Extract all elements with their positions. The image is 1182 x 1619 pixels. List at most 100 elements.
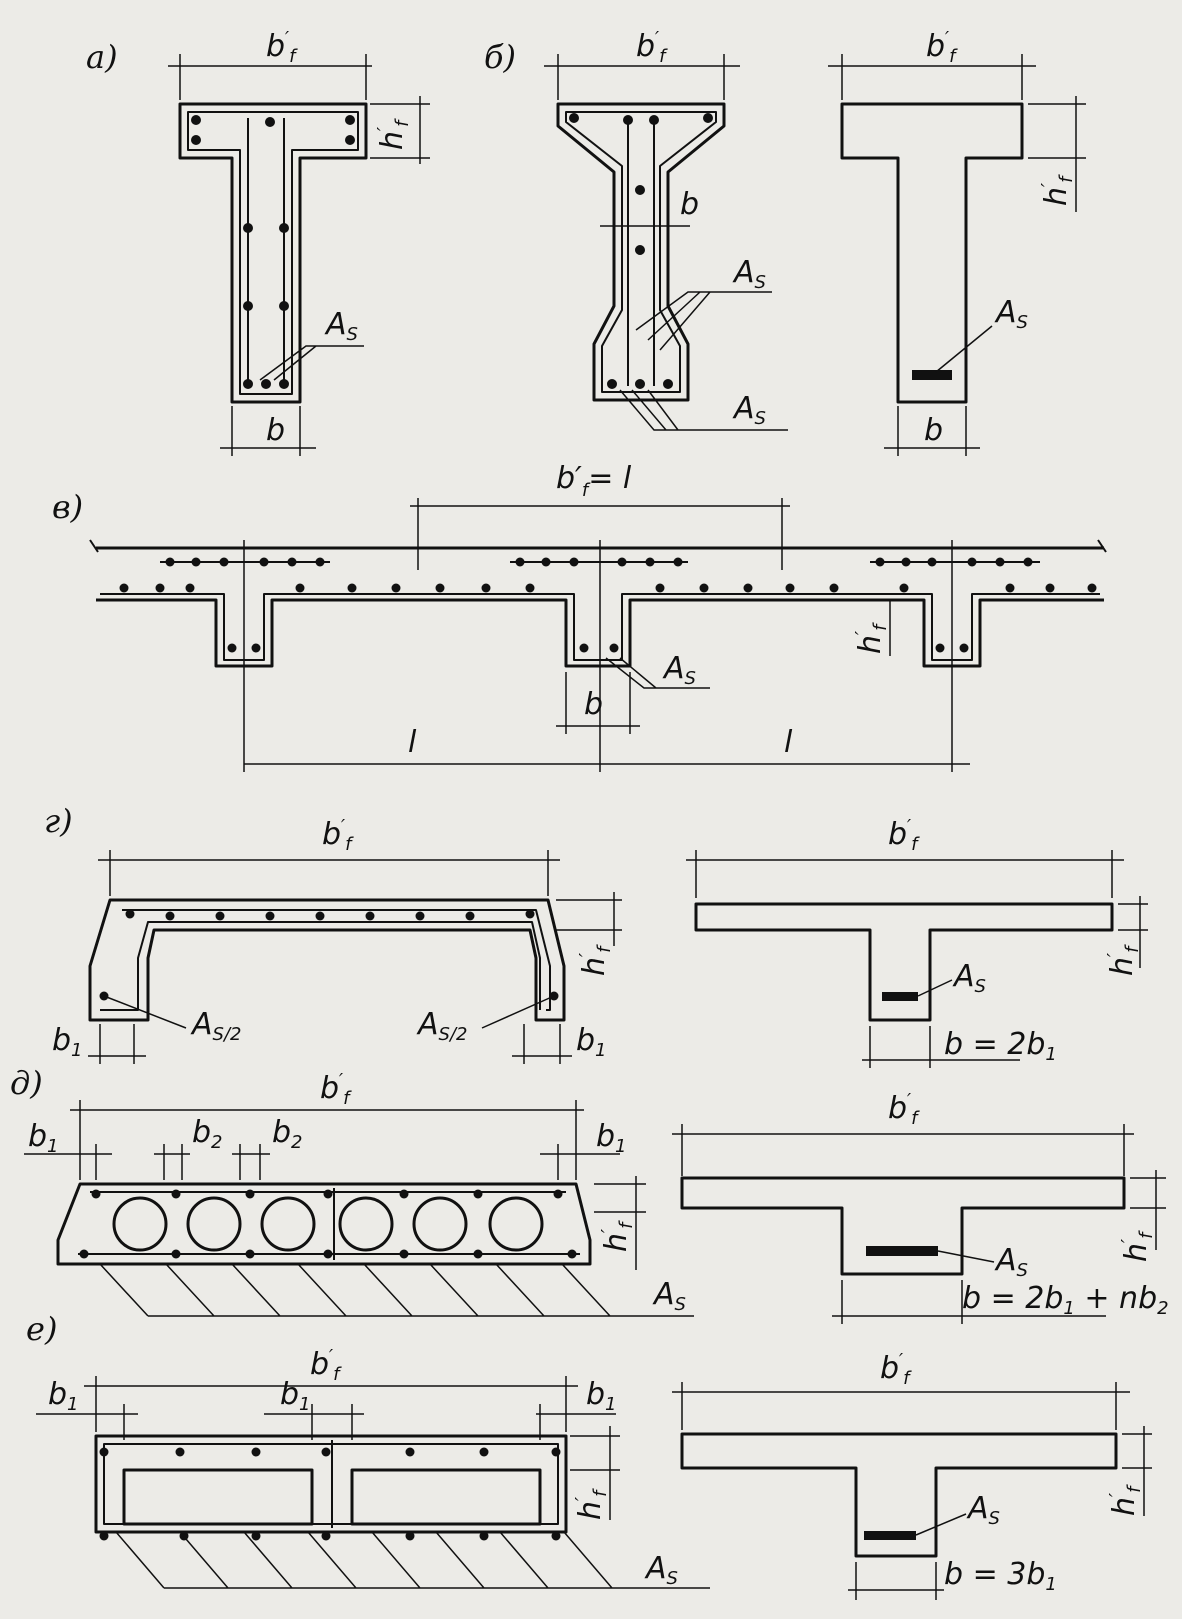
i-beam-cage-b (565, 111, 717, 393)
svg-text:h′f: h′f (1038, 174, 1077, 206)
svg-text:AS: AS (994, 295, 1028, 333)
label-as-b-bottom: AS (732, 391, 766, 429)
svg-text:AS: AS (732, 255, 766, 293)
label-as-b-top: AS (732, 255, 766, 293)
svg-text:b1: b1 (596, 1119, 627, 1157)
label-as-d2: AS (994, 1243, 1028, 1281)
svg-text:AS: AS (324, 307, 358, 345)
svg-text:h′f: h′f (1106, 1484, 1145, 1516)
svg-text:b′f= l: b′f= l (556, 461, 632, 501)
dim-hf-d: h′f (598, 1220, 637, 1252)
svg-text:h′f: h′f (374, 118, 413, 150)
dim-b2-d-1: b2 (192, 1115, 223, 1153)
dim-bf-e: b′f (310, 1346, 342, 1385)
label-section-v: в) (52, 488, 83, 526)
svg-text:b1: b1 (48, 1377, 79, 1415)
svg-text:AS: AS (644, 1551, 678, 1589)
label-section-g: г) (44, 802, 73, 840)
dim-l-right: l (784, 725, 793, 760)
t-beam-outline-a (178, 102, 368, 404)
dim-hf-e2: h′f (1106, 1484, 1145, 1516)
dim-l-left: l (408, 725, 417, 760)
dim-bf-b: b′f (636, 28, 668, 67)
dim-b1-e-right: b1 (586, 1377, 617, 1415)
svg-text:h′f: h′f (852, 622, 891, 654)
svg-text:b′f: b′f (888, 1090, 920, 1129)
dim-hf-v: h′f (852, 622, 891, 654)
svg-text:AS/2: AS/2 (190, 1007, 241, 1045)
svg-text:b = 2b1: b = 2b1 (944, 1027, 1057, 1065)
label-section-e: е) (26, 1310, 57, 1348)
svg-text:b1: b1 (586, 1377, 617, 1415)
dim-bf-a: b′f (266, 28, 298, 67)
dim-bf-b2: b′f (926, 28, 958, 67)
svg-text:b1: b1 (28, 1119, 59, 1157)
dim-hf-g: h′f (576, 944, 615, 976)
dim-bf-g: b′f (322, 816, 354, 855)
svg-text:AS/2: AS/2 (416, 1007, 467, 1045)
rebar-dots (79, 113, 1097, 1541)
label-as2-right: AS/2 (416, 1007, 467, 1045)
section-a (178, 102, 368, 404)
svg-text:b′f: b′f (880, 1350, 912, 1389)
svg-text:AS: AS (966, 1491, 1000, 1529)
svg-text:b′f: b′f (636, 28, 668, 67)
dim-bf-e2: b′f (880, 1350, 912, 1389)
label-as-d: AS (652, 1277, 686, 1315)
i-beam-outline-b (556, 102, 726, 402)
section-b (556, 102, 726, 402)
dim-bf-d: b′f (320, 1070, 352, 1109)
label-section-d: д) (10, 1064, 43, 1102)
simplified-t-b (840, 102, 1024, 404)
dim-hf-b2: h′f (1038, 174, 1077, 206)
svg-text:b′f: b′f (266, 28, 298, 67)
dim-b1-g-right: b1 (576, 1023, 607, 1061)
dimension-lines (24, 54, 1166, 1600)
dim-b-b2: b (924, 413, 943, 448)
dim-hf-g2: h′f (1104, 944, 1143, 976)
svg-text:AS: AS (732, 391, 766, 429)
label-as-a: AS (324, 307, 358, 345)
dim-bf-eq-l: b′f= l (556, 461, 632, 501)
svg-text:h′f: h′f (1118, 1230, 1157, 1262)
svg-text:b = 2b1 + nb2: b = 2b1 + nb2 (962, 1281, 1169, 1319)
dim-b-b: b (680, 187, 699, 222)
dim-bf-d2: b′f (888, 1090, 920, 1129)
dim-b-v: b (584, 687, 603, 722)
dim-hf-a: h′f (374, 118, 413, 150)
section-e (94, 1432, 1118, 1589)
dim-b1-e-mid: b1 (280, 1377, 311, 1415)
labels: а) б) в) г) д) е) b′f h′f b AS b′f b AS … (10, 28, 1169, 1595)
svg-text:h′f: h′f (576, 944, 615, 976)
dim-bf-g2: b′f (888, 816, 920, 855)
svg-text:b′f: b′f (926, 28, 958, 67)
t-beam-cage-a (187, 111, 359, 395)
svg-text:h′f: h′f (1104, 944, 1143, 976)
dim-hf-d2: h′f (1118, 1230, 1157, 1262)
label-as-e: AS (644, 1551, 678, 1589)
formula-b-g: b = 2b1 (944, 1027, 1057, 1065)
svg-text:AS: AS (652, 1277, 686, 1315)
formula-b-e: b = 3b1 (944, 1557, 1057, 1595)
svg-text:b1: b1 (52, 1023, 83, 1061)
svg-text:h′f: h′f (572, 1488, 611, 1520)
svg-text:b′f: b′f (888, 816, 920, 855)
svg-text:b2: b2 (272, 1115, 303, 1153)
label-as-b2: AS (994, 295, 1028, 333)
dim-b1-e-left: b1 (48, 1377, 79, 1415)
section-v (89, 539, 1107, 668)
label-as-e2: AS (966, 1491, 1000, 1529)
svg-text:b′f: b′f (320, 1070, 352, 1109)
svg-text:b2: b2 (192, 1115, 223, 1153)
label-as2-left: AS/2 (190, 1007, 241, 1045)
svg-text:AS: AS (662, 651, 696, 689)
dim-b1-g-left: b1 (52, 1023, 83, 1061)
svg-text:AS: AS (952, 959, 986, 997)
dim-b1-d-right: b1 (596, 1119, 627, 1157)
dim-b2-d-2: b2 (272, 1115, 303, 1153)
dim-b-a: b (266, 413, 285, 448)
svg-text:AS: AS (994, 1243, 1028, 1281)
svg-text:b1: b1 (576, 1023, 607, 1061)
dim-b1-d-left: b1 (28, 1119, 59, 1157)
leader-lines (103, 291, 995, 1536)
